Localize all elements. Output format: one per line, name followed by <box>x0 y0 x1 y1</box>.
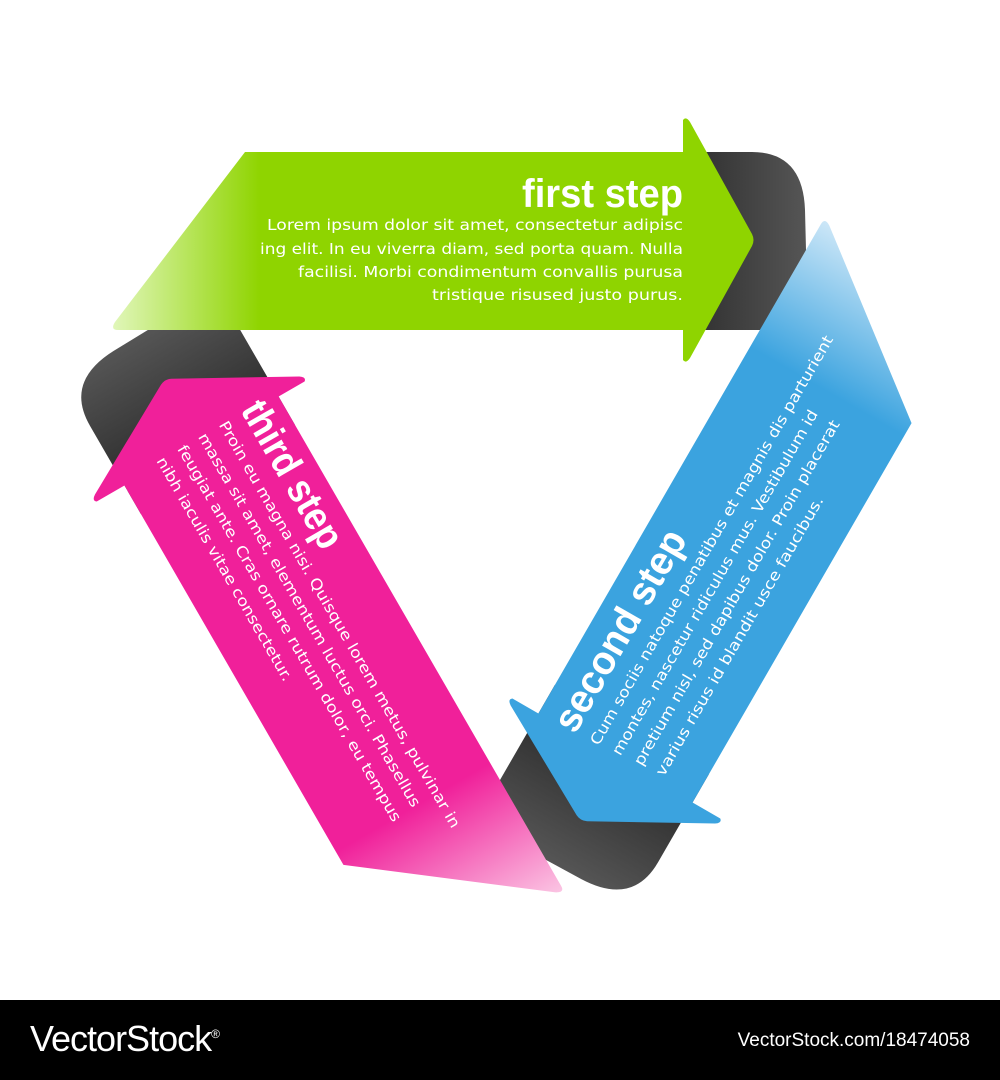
third-step-arrow <box>93 376 563 893</box>
vectorstock-logo: VectorStock® <box>30 1018 220 1060</box>
second-step-arrow <box>509 221 912 824</box>
step-line: Lorem ipsum dolor sit amet, consectetur … <box>267 216 683 234</box>
first-step-text: first step Lorem ipsum dolor sit amet, c… <box>260 172 683 304</box>
first-step-arrow <box>113 118 754 362</box>
footer-bar: VectorStock® VectorStock.com/18474058 <box>0 1000 1000 1080</box>
step-line: ing elit. In eu viverra diam, sed porta … <box>260 240 683 258</box>
logo-text: VectorStock <box>30 1018 212 1059</box>
registered-mark: ® <box>211 1027 220 1041</box>
step-line: tristique risused justo purus. <box>432 286 683 304</box>
image-url: VectorStock.com/18474058 <box>737 1030 970 1051</box>
step-line: facilisi. Morbi condimentum convallis pu… <box>298 263 683 281</box>
cycle-diagram: first step Lorem ipsum dolor sit amet, c… <box>81 118 912 893</box>
step-title: first step <box>522 172 683 216</box>
